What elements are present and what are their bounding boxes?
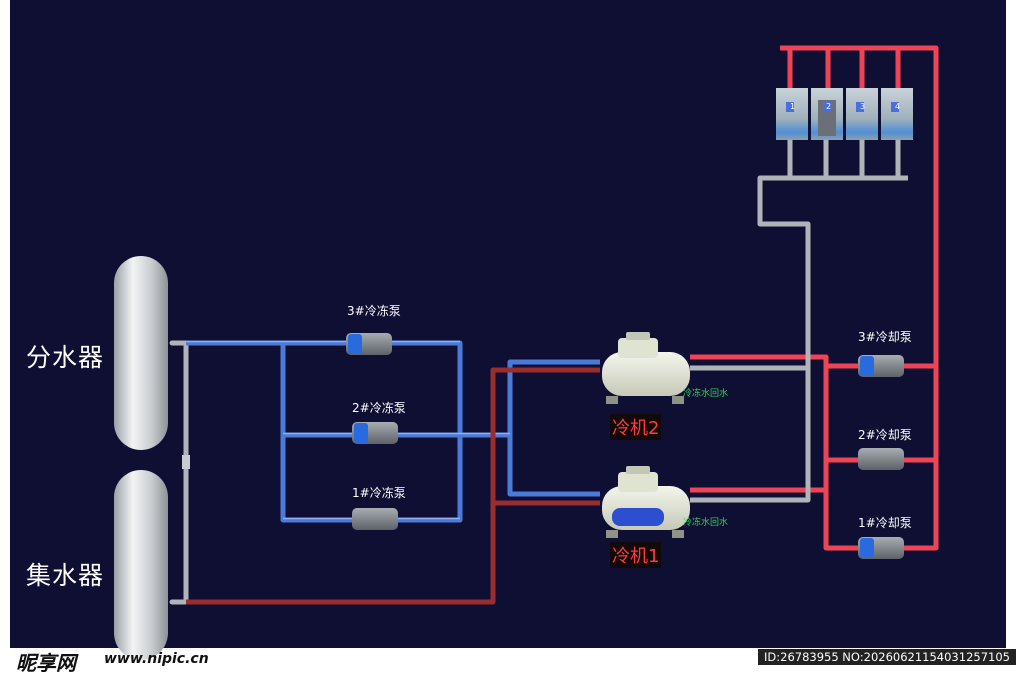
chiller-1-label: 冷机1 (610, 542, 662, 568)
collector-label: 集水器 (26, 561, 105, 590)
chiller-2-label: 冷机2 (610, 414, 662, 440)
cooling-tower-4 (881, 88, 913, 140)
chiller-2-return-label: 冷冻水回水 (683, 389, 729, 399)
tower-2-number: 2 (826, 102, 832, 111)
chiller-1-return-label: 冷冻水回水 (683, 518, 729, 528)
watermark-id: ID:26783955 NO:20260621154031257105 (758, 649, 1016, 665)
chiller-1 (602, 466, 690, 538)
chiller-2 (602, 332, 690, 404)
tower-4-number: 4 (895, 102, 901, 111)
chilled-pump-3-label: 3#冷冻泵 (347, 304, 401, 318)
return-water-piping (186, 367, 600, 605)
cooling-towers (776, 88, 913, 140)
chilled-pump-3 (346, 333, 392, 355)
tower-3-number: 3 (860, 102, 866, 111)
cooling-pump-1 (858, 537, 904, 559)
cooling-pump-3 (858, 355, 904, 377)
watermark-url: www.nipic.cn (104, 651, 209, 667)
chilled-pump-1-label: 1#冷冻泵 (352, 486, 406, 500)
cooling-tower-1 (776, 88, 808, 140)
bypass-pipe (169, 340, 190, 605)
distributor-label: 分水器 (26, 343, 105, 372)
chilled-pump-2-label: 2#冷冻泵 (352, 401, 406, 415)
tower-return-piping (690, 140, 908, 503)
water-collector-vessel (114, 470, 168, 660)
cooling-tower-3 (846, 88, 878, 140)
cooling-pump-1-label: 1#冷却泵 (858, 516, 912, 530)
chilled-pump-1 (352, 508, 398, 530)
cooling-pump-2-label: 2#冷却泵 (858, 428, 912, 442)
cooling-pump-2 (858, 448, 904, 470)
tower-1-number: 1 (790, 102, 796, 111)
water-distributor-vessel (114, 256, 168, 450)
cooling-pump-3-label: 3#冷却泵 (858, 330, 912, 344)
watermark-logo: 昵享网 (16, 651, 76, 675)
chilled-pump-2 (352, 422, 398, 444)
